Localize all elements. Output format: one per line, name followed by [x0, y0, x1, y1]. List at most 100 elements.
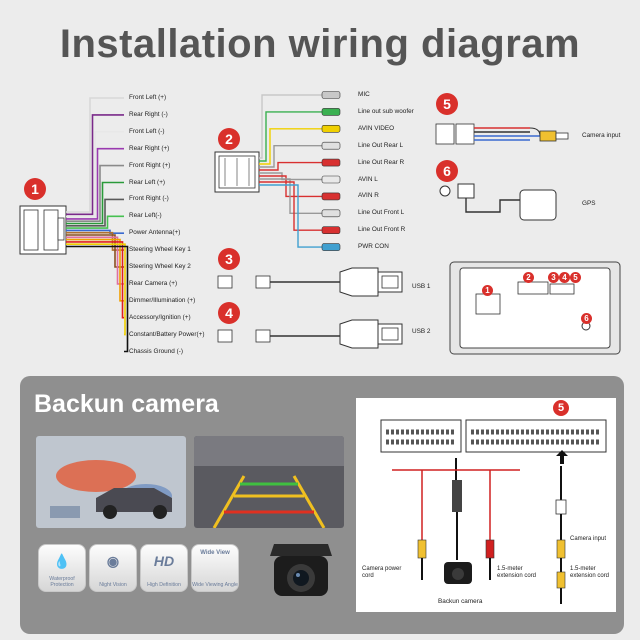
harness1-wire-label: Power Antenna(+) [129, 229, 181, 237]
harness2-wire [259, 145, 322, 168]
unit-badge-6: 6 [581, 313, 592, 324]
hd-icon: HD [153, 553, 175, 569]
harness1-wire [66, 229, 124, 234]
backup-camera-title: Backun camera [34, 390, 219, 418]
harness1-wire-label: Front Right (-) [129, 195, 169, 203]
rca-connector [321, 209, 341, 218]
wiring-diagram [19, 91, 621, 355]
harness1-wire-label: Front Right (+) [129, 161, 171, 169]
feature-waterproof: 💧 Waterproof Protection [38, 544, 86, 592]
harness2-wire-label: Line Out Front R [358, 226, 406, 234]
usb-cable-2 [217, 319, 403, 349]
camera-product-image [270, 544, 332, 596]
feature-night-vision: ◉ Night Vision [89, 544, 137, 592]
rca-connector [321, 125, 341, 133]
harness1-wire [66, 164, 124, 222]
gps-label: GPS [582, 200, 596, 207]
harness1-wire [66, 97, 124, 213]
harness1-wire [66, 241, 124, 319]
night-vision-icon: ◉ [106, 553, 120, 569]
badge-6: 6 [436, 160, 458, 182]
badge-2: 2 [218, 128, 240, 150]
harness1-wire-label: Chassis Ground (-) [129, 347, 183, 355]
extension-cord-left-label: 1.5-meter extension cord [497, 566, 537, 579]
harness2-wire [259, 111, 322, 162]
harness2-wire-label: MIC [358, 91, 370, 98]
harness1-wire [66, 114, 124, 216]
harness2-wire [259, 175, 322, 198]
harness2-wire [259, 128, 322, 165]
harness1-wire-label: Front Left (-) [129, 127, 165, 135]
harness1-wire-label: Steering Wheel Key 1 [129, 246, 191, 254]
gps-antenna [439, 183, 557, 221]
camera-power-cord-label: Camera power cord [362, 566, 402, 579]
feature-wide-view-label: Wide Viewing Angle [192, 582, 238, 588]
harness1-wire [66, 198, 124, 227]
unit-badge-3: 3 [548, 272, 559, 283]
camera-input-label-2: Camera input [570, 536, 607, 542]
harness1-wire-label: Rear Right (+) [129, 144, 170, 152]
feature-wide-view: Wide View Wide Viewing Angle [191, 544, 239, 592]
unit-badge-5: 5 [570, 272, 581, 283]
badge-1: 1 [24, 178, 46, 200]
camera-input-label: Camera input [582, 132, 621, 139]
usb-2-label: USB 2 [412, 328, 431, 335]
camera-input-harness [435, 123, 569, 145]
harness1-wire-label: Accessory/Ignition (+) [129, 313, 191, 321]
connector-2 [214, 151, 260, 193]
parking-sensor-image [36, 436, 186, 528]
harness1-wire-label: Rear Left (+) [129, 178, 166, 186]
badge-3: 3 [218, 248, 240, 270]
harness1-wire [66, 215, 124, 229]
backup-camera-label: Backun camera [438, 598, 483, 605]
harness2-wire-label: Line Out Front L [358, 209, 405, 217]
rca-connector [321, 226, 341, 234]
rca-connector [321, 158, 341, 167]
parking-guide-image [194, 436, 344, 528]
unit-badge-4: 4 [559, 272, 570, 283]
harness1-wire-label: Rear Camera (+) [129, 279, 178, 287]
feature-hd-label: High Definition [147, 582, 181, 588]
rca-connector [321, 108, 341, 116]
panel-badge-5: 5 [553, 400, 569, 416]
harness2-wire [259, 178, 322, 214]
harness1-wire [66, 243, 126, 336]
usb-cable-1 [217, 267, 403, 297]
feature-hd: HD High Definition [140, 544, 188, 592]
connector-1 [19, 205, 67, 255]
harness2-wire [259, 181, 322, 231]
harness1-wire-label: Rear Left(-) [129, 212, 162, 220]
waterproof-icon: 💧 [53, 553, 71, 569]
harness1-wire-label: Front Left (+) [129, 94, 167, 101]
head-unit-rear [449, 261, 621, 355]
harness1-wire-label: Constant/Battery Power(+) [129, 330, 205, 338]
harness2-wire-label: Line out sub woofer [358, 107, 414, 115]
harness2-wire-label: Line Out Rear L [358, 141, 404, 149]
unit-badge-1: 1 [482, 285, 493, 296]
badge-4: 4 [218, 302, 240, 324]
rca-connector [321, 175, 341, 184]
rca-connector [321, 91, 341, 99]
page-title: Installation wiring diagram [59, 22, 581, 66]
harness1-wire-label: Steering Wheel Key 2 [129, 263, 191, 270]
harness2-wire-label: AVIN VIDEO [358, 124, 395, 132]
harness2-wire [259, 94, 322, 159]
feature-waterproof-label: Waterproof Protection [49, 576, 75, 588]
harness1-wire [66, 131, 124, 218]
harness2-wire [259, 184, 322, 248]
harness1-wire [66, 245, 129, 353]
usb-1-label: USB 1 [412, 283, 431, 290]
unit-badge-2: 2 [523, 272, 534, 283]
wide-view-icon: Wide View [200, 550, 230, 556]
rca-connector [321, 192, 341, 201]
harness1-wire-label: Rear Right (-) [129, 110, 168, 118]
feature-night-vision-label: Night Vision [99, 582, 127, 588]
harness1-wire [66, 147, 124, 220]
harness2-wire-label: AVIN R [358, 192, 379, 200]
harness2-wire-label: PWR CON [358, 243, 389, 251]
rca-connector [321, 243, 341, 251]
harness1-wire-label: Dimmer/Illumination (+) [129, 296, 196, 304]
extension-cord-right-label: 1.5-meter extension cord [570, 566, 610, 579]
badge-5: 5 [436, 93, 458, 115]
harness2-wire [259, 161, 322, 171]
